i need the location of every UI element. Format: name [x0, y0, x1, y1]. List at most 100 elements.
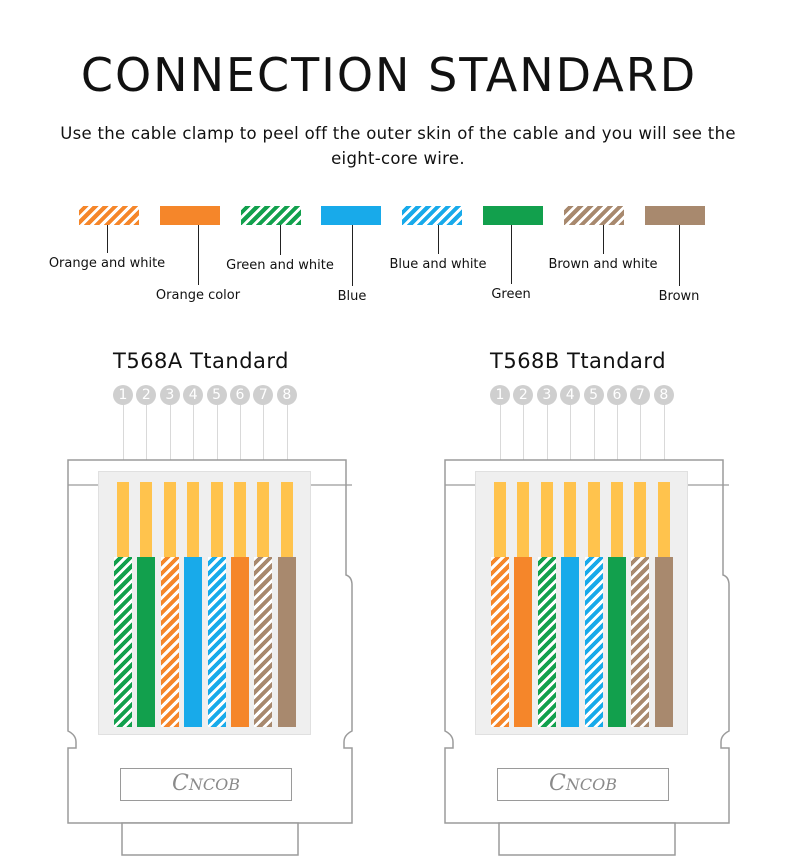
pin-number: 2: [513, 385, 534, 405]
pin-lead-line: [169, 405, 171, 483]
legend-label: Green: [491, 287, 531, 302]
pin-number: 8: [276, 385, 297, 405]
legend-label: Brown and white: [548, 257, 658, 272]
pin-number: 1: [490, 385, 510, 405]
pin-lead-line: [523, 405, 525, 483]
wire-chamber: [98, 471, 311, 735]
legend-leader-line: [280, 225, 281, 255]
pin-number: 1: [113, 385, 133, 405]
legend-swatch: [321, 206, 381, 225]
copper-contact: [163, 482, 176, 557]
legend-label: Blue and white: [389, 257, 487, 272]
legend-label: Green and white: [226, 258, 334, 273]
legend-leader-line: [603, 225, 604, 254]
wire-2: [514, 557, 533, 727]
page-title: CONNECTION STANDARD: [80, 48, 698, 102]
copper-contact: [657, 482, 670, 557]
wire-5: [207, 557, 226, 727]
wire-4: [561, 557, 580, 727]
pin-lead-line: [123, 405, 124, 483]
pin-number: 5: [583, 385, 604, 405]
copper-contact: [280, 482, 293, 557]
wire-2: [137, 557, 156, 727]
standard-title: T568A Ttandard: [113, 349, 289, 373]
pin-number: 6: [230, 385, 250, 405]
wire-1: [491, 557, 509, 727]
pin-lead-line: [640, 405, 642, 483]
copper-contact: [564, 482, 577, 557]
pin-lead-line: [146, 405, 148, 483]
pin-number: 4: [183, 385, 204, 405]
legend-leader-line: [438, 225, 439, 254]
copper-contact: [494, 482, 506, 557]
pin-number: 4: [560, 385, 581, 405]
pin-lead-line: [240, 405, 241, 483]
legend-label: Brown: [658, 289, 700, 304]
brand-logo-box: CNCOB: [120, 768, 292, 801]
brand-initial: C: [549, 771, 566, 796]
pin-lead-line: [617, 405, 618, 483]
page-subtitle: Use the cable clamp to peel off the oute…: [60, 124, 736, 168]
pin-lead-line: [663, 405, 665, 483]
pin-number: 3: [536, 385, 557, 405]
pin-lead-line: [216, 405, 218, 483]
pin-number: 7: [630, 385, 651, 405]
wire-8: [277, 557, 296, 727]
wire-6: [608, 557, 626, 727]
pin-lead-line: [286, 405, 288, 483]
brand-logo-box: CNCOB: [497, 768, 669, 801]
pin-number: 5: [206, 385, 227, 405]
wire-1: [114, 557, 132, 727]
wire-7: [631, 557, 650, 727]
legend-label: Blue: [337, 289, 367, 304]
standard-title: T568B Ttandard: [490, 349, 667, 373]
wire-3: [160, 557, 179, 727]
pin-lead-line: [570, 405, 572, 483]
legend-swatch: [160, 206, 220, 225]
pin-lead-line: [593, 405, 595, 483]
copper-contact: [234, 482, 246, 557]
copper-contact: [210, 482, 223, 557]
copper-contact: [117, 482, 129, 557]
pin-lead-line: [263, 405, 265, 483]
brand-initial: C: [172, 771, 189, 796]
copper-contact: [517, 482, 530, 557]
pin-number: 2: [136, 385, 157, 405]
brand-name: NCOB: [188, 775, 240, 794]
copper-contact: [540, 482, 553, 557]
copper-contact: [140, 482, 153, 557]
wire-4: [184, 557, 203, 727]
copper-contact: [257, 482, 270, 557]
legend-leader-line: [107, 225, 108, 253]
wire-5: [584, 557, 603, 727]
wire-6: [231, 557, 249, 727]
copper-contact: [634, 482, 647, 557]
legend-swatch: [483, 206, 543, 225]
legend-leader-line: [352, 225, 353, 286]
pin-number: 8: [653, 385, 674, 405]
pin-number: 6: [607, 385, 627, 405]
legend-swatch: [241, 206, 301, 225]
pin-lead-line: [546, 405, 548, 483]
legend-swatch: [564, 206, 624, 225]
legend-leader-line: [198, 225, 199, 285]
brand-name: NCOB: [565, 775, 617, 794]
legend-leader-line: [511, 225, 512, 284]
pin-number: 7: [253, 385, 274, 405]
pin-number: 3: [159, 385, 180, 405]
copper-contact: [587, 482, 600, 557]
wire-3: [537, 557, 556, 727]
legend-label: Orange color: [155, 288, 241, 303]
legend-swatch: [645, 206, 705, 225]
copper-contact: [611, 482, 623, 557]
pin-lead-line: [193, 405, 195, 483]
wire-chamber: [475, 471, 688, 735]
wire-7: [254, 557, 273, 727]
legend-swatch: [402, 206, 462, 225]
wire-8: [654, 557, 673, 727]
legend-swatch: [79, 206, 139, 225]
legend-label: Orange and white: [48, 256, 166, 271]
pin-lead-line: [500, 405, 501, 483]
copper-contact: [187, 482, 200, 557]
legend-leader-line: [679, 225, 680, 286]
